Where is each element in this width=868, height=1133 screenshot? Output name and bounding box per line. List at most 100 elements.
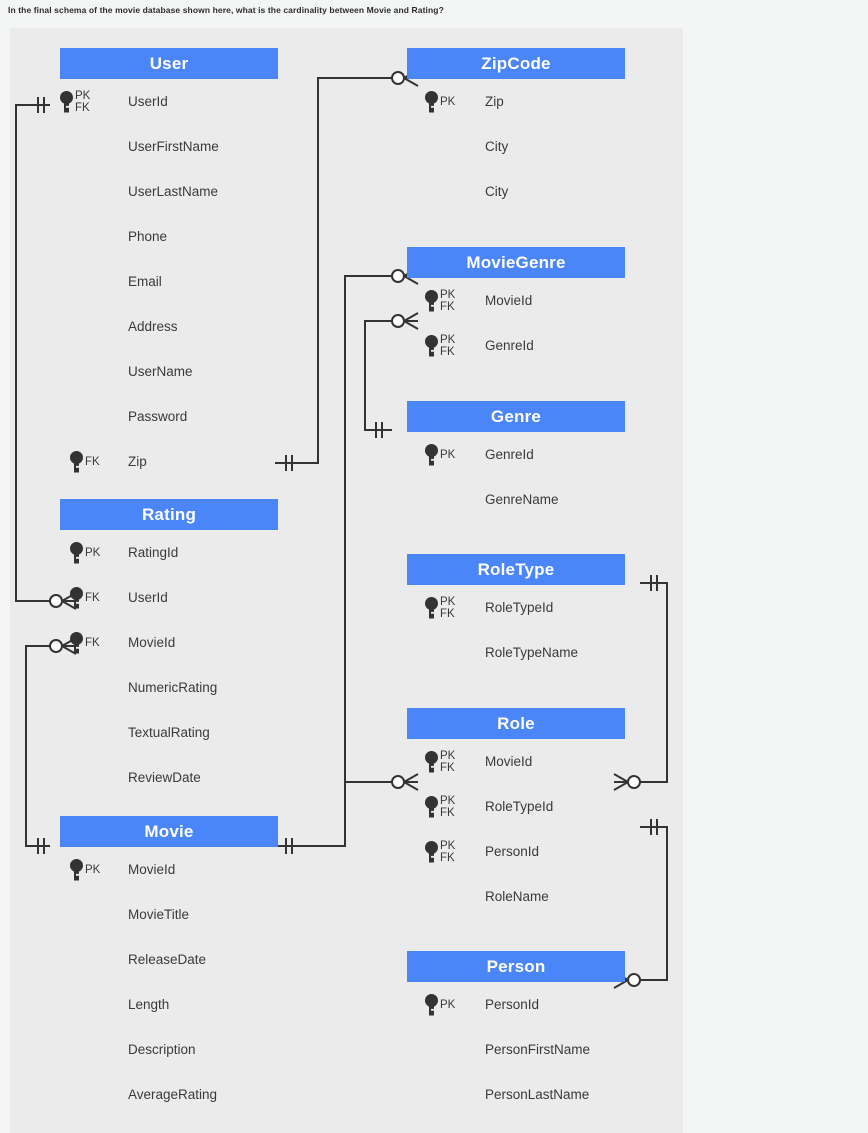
field-label: Length (128, 997, 170, 1012)
field-label: RoleTypeId (485, 799, 554, 814)
entity-header-person: Person (407, 951, 625, 982)
field-label: PersonFirstName (485, 1042, 591, 1057)
field-row[interactable]: PK PersonId (407, 982, 625, 1027)
field-row[interactable]: ReleaseDate (60, 937, 278, 982)
key-icon (425, 596, 438, 619)
field-label: RoleTypeId (485, 600, 554, 615)
field-label: PersonLastName (485, 1087, 590, 1102)
field-label: GenreId (485, 447, 534, 462)
field-label: City (485, 139, 509, 154)
field-label: Phone (128, 229, 168, 244)
field-row[interactable]: AverageRating (60, 1072, 278, 1117)
key-icon (70, 631, 83, 654)
key-indicator: PK (425, 982, 455, 1027)
field-row[interactable]: UserFirstName (60, 124, 278, 169)
field-label: AverageRating (128, 1087, 218, 1102)
field-row[interactable]: PK Zip (407, 79, 625, 124)
field-row[interactable]: GenreName (407, 477, 625, 522)
key-icon (70, 450, 83, 473)
field-row[interactable]: NumericRating (60, 665, 278, 710)
field-row[interactable]: City (407, 124, 625, 169)
field-label: MovieTitle (128, 907, 190, 922)
field-label: RatingId (128, 545, 179, 560)
field-label: GenreName (485, 492, 559, 507)
field-row[interactable]: Description (60, 1027, 278, 1072)
key-icon (425, 289, 438, 312)
field-label: UserId (128, 94, 168, 109)
field-label: MovieId (485, 754, 533, 769)
wire-role-person (613, 819, 668, 989)
field-row[interactable]: PK MovieId (60, 847, 278, 892)
wire-roletype-role (613, 575, 668, 791)
field-row[interactable]: FK UserId (60, 575, 278, 620)
entity-header-rating: Rating (60, 499, 278, 530)
key-label: PK (85, 863, 101, 876)
field-row[interactable]: PersonLastName (407, 1072, 625, 1117)
field-row[interactable]: FK MovieId (60, 620, 278, 665)
field-label: Zip (485, 94, 504, 109)
key-indicator: PK (70, 847, 100, 892)
key-icon (425, 840, 438, 863)
entity-header-user: User (60, 48, 278, 79)
field-row[interactable]: MovieTitle (60, 892, 278, 937)
field-label: RoleTypeName (485, 645, 579, 660)
key-icon (70, 586, 83, 609)
field-label: TextualRating (128, 725, 210, 740)
entity-header-roletype: RoleType (407, 554, 625, 585)
field-label: Email (128, 274, 162, 289)
field-label: MovieId (128, 635, 176, 650)
key-icon (70, 858, 83, 881)
field-row[interactable]: PersonFirstName (407, 1027, 625, 1072)
field-label: UserLastName (128, 184, 219, 199)
field-row[interactable]: RoleName (407, 874, 625, 919)
field-row[interactable]: RoleTypeName (407, 630, 625, 675)
field-row[interactable]: PK GenreId (407, 432, 625, 477)
field-row[interactable]: ReviewDate (60, 755, 278, 800)
field-row[interactable]: Email (60, 259, 278, 304)
field-row[interactable]: Address (60, 304, 278, 349)
field-label: ReleaseDate (128, 952, 207, 967)
field-row[interactable]: UserLastName (60, 169, 278, 214)
field-label: City (485, 184, 509, 199)
field-row[interactable]: City (407, 169, 625, 214)
field-row[interactable]: TextualRating (60, 710, 278, 755)
field-row[interactable]: UserName (60, 349, 278, 394)
field-label: UserId (128, 590, 168, 605)
key-icon (425, 795, 438, 818)
field-label: Zip (128, 454, 147, 469)
key-icon (425, 750, 438, 773)
key-icon (425, 334, 438, 357)
field-label: RoleName (485, 889, 549, 904)
key-indicator: FK (70, 439, 100, 484)
field-row[interactable]: FK Zip (60, 439, 278, 484)
key-icon (425, 90, 438, 113)
field-row[interactable]: Password (60, 394, 278, 439)
field-row[interactable]: Length (60, 982, 278, 1027)
key-icon (70, 541, 83, 564)
wire-genre-moviegenre (364, 312, 419, 438)
key-icon (60, 90, 73, 113)
field-label: Description (128, 1042, 196, 1057)
wire-movie-moviegenre-role (275, 267, 419, 854)
field-row[interactable]: Phone (60, 214, 278, 259)
entity-header-moviegenre: MovieGenre (407, 247, 625, 278)
entity-header-role: Role (407, 708, 625, 739)
field-row[interactable]: PK RatingId (60, 530, 278, 575)
